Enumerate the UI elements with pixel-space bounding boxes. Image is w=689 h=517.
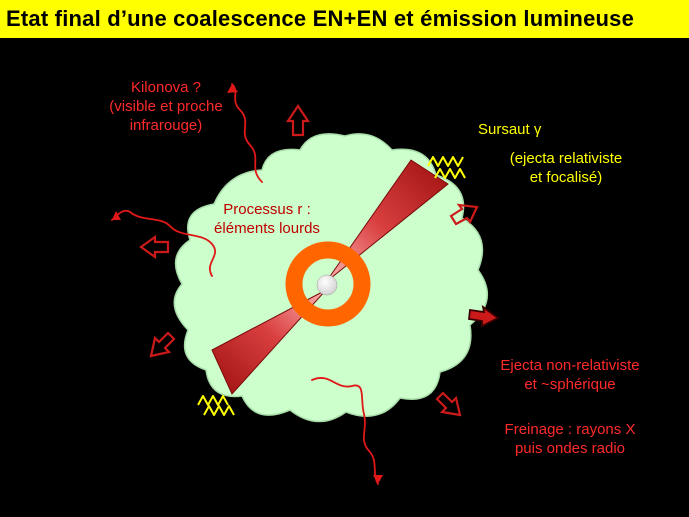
kilonova-label: Kilonova ? (visible et proche infrarouge…: [62, 78, 270, 135]
freinage-line-2: puis ondes radio: [514, 440, 626, 457]
page-title: Etat final d’une coalescence EN+EN et ém…: [6, 6, 635, 31]
kilonova-wave-bottom: [311, 377, 379, 485]
title-bar: [0, 0, 689, 38]
ejecta-relativiste-label: (ejecta relativiste et focalisé): [480, 149, 652, 187]
arrow-upright-icon: [449, 203, 479, 226]
processus-r-label: Processus r : éléments lourds: [194, 200, 340, 238]
gamma-zigzag-upper-1: [427, 156, 464, 167]
arrow-downleft-icon: [149, 331, 176, 358]
arrow-downright-icon: [435, 391, 462, 417]
torus: [285, 241, 371, 327]
kilonova-wave-top: [231, 83, 263, 183]
wave-arrowheads: [112, 84, 383, 484]
ejecta-relativiste-line-2: et focalisé): [529, 169, 603, 186]
freinage-line-1: Freinage : rayons X: [504, 421, 636, 438]
ejecta-non-relativiste-line-1: Ejecta non-relativiste: [500, 357, 640, 374]
gamma-zigzag-upper-2: [434, 168, 466, 179]
gamma-zigzag-lower-2: [203, 405, 235, 416]
gamma-zigzag-lower-1: [197, 395, 229, 406]
kilonova-wave-left: [111, 209, 216, 277]
processus-r-line-2: éléments lourds: [214, 220, 320, 237]
ejecta-relativiste-line-1: (ejecta relativiste: [509, 150, 623, 167]
jet-upper: [325, 159, 449, 283]
sursaut-gamma-label: Sursaut γ: [478, 121, 542, 138]
central-object: [316, 274, 338, 296]
kilonova-line-2: (visible et proche: [109, 98, 223, 115]
arrow-right-filled-icon: [468, 304, 500, 328]
kilonova-line-3: infrarouge): [129, 117, 203, 134]
arrow-up-icon: [285, 104, 311, 137]
kilonova-line-1: Kilonova ?: [130, 79, 202, 96]
jet-lower: [211, 289, 327, 395]
arrow-left-icon: [139, 234, 170, 260]
freinage-label: Freinage : rayons X puis ondes radio: [482, 420, 658, 458]
ejecta-non-relativiste-line-2: et ~sphérique: [524, 376, 616, 393]
ejecta-non-relativiste-label: Ejecta non-relativiste et ~sphérique: [478, 356, 662, 394]
processus-r-line-1: Processus r :: [223, 201, 311, 218]
